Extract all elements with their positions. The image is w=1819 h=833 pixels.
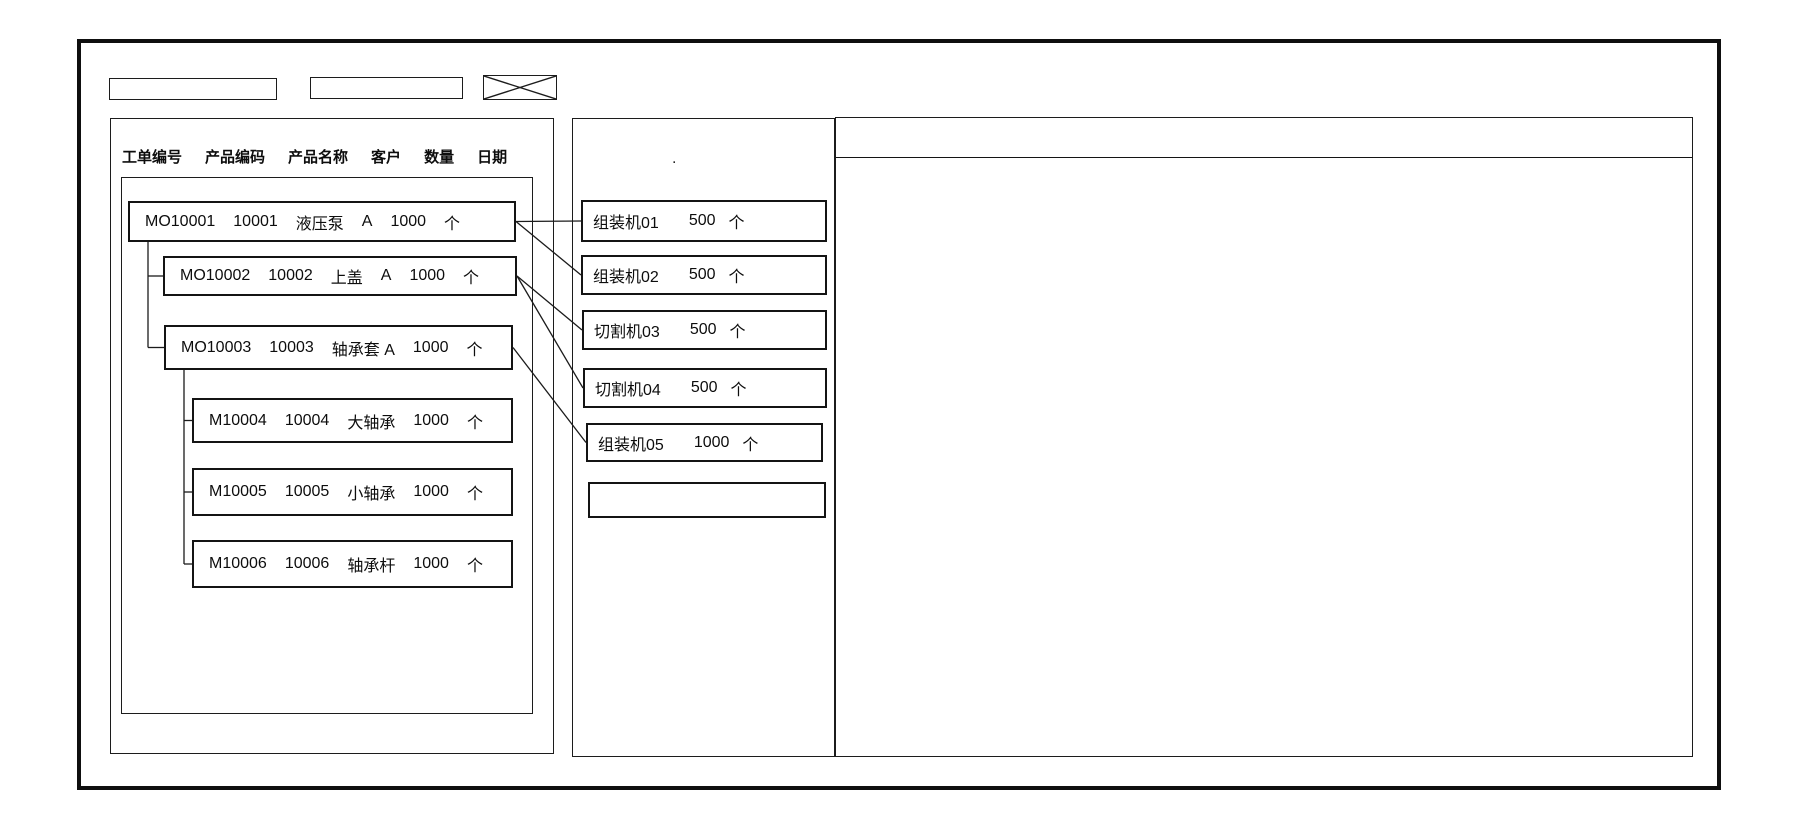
wo-product: 小轴承: [347, 486, 396, 503]
machine-unit: 个: [742, 436, 759, 454]
machine-name: 切割机04: [595, 382, 661, 399]
wo-order-no: MO10001: [145, 212, 216, 230]
machine-slot-empty[interactable]: [588, 482, 826, 518]
machine-name: 组装机02: [593, 269, 659, 286]
wo-qty: 1000: [412, 338, 449, 356]
machine-qty: 500: [688, 212, 716, 229]
machine-slot[interactable]: 切割机03 500 个: [582, 310, 827, 350]
machine-qty: 500: [689, 321, 717, 338]
wo-product: 液压泵: [295, 215, 344, 233]
col-header-customer: 客户: [371, 149, 402, 166]
x-placeholder-icon: [484, 76, 556, 99]
machine-name: 组装机01: [593, 215, 659, 232]
wo-unit: 个: [466, 341, 483, 359]
close-icon[interactable]: [483, 75, 557, 100]
work-order-node[interactable]: M10005 10005 小轴承 1000 个: [192, 468, 513, 516]
wo-code: 10004: [284, 411, 330, 429]
work-order-node[interactable]: M10006 10006 轴承杆 1000 个: [192, 540, 513, 588]
col-header-quantity: 数量: [424, 149, 455, 166]
wo-unit: 个: [466, 486, 483, 503]
machine-slot[interactable]: 切割机04 500 个: [583, 368, 827, 408]
wo-product: 上盖: [330, 270, 363, 287]
machine-unit: 个: [729, 324, 746, 341]
toolbar-input-2[interactable]: [310, 77, 463, 99]
work-order-node[interactable]: M10004 10004 大轴承 1000 个: [192, 398, 513, 443]
wo-product: 轴承杆: [347, 558, 396, 575]
column-headers: 工单编号 产品编码 产品名称 客户 数量 日期: [122, 146, 507, 167]
col-header-order-no: 工单编号: [122, 149, 183, 166]
wo-unit: 个: [463, 270, 480, 287]
machine-slot[interactable]: 组装机02 500 个: [581, 255, 827, 295]
wo-unit: 个: [466, 414, 483, 432]
col-header-product-code: 产品编码: [205, 149, 266, 166]
col-header-product-name: 产品名称: [288, 149, 349, 166]
work-order-node[interactable]: MO10002 10002 上盖 A 1000 个: [163, 256, 517, 296]
stray-dot: .: [672, 150, 677, 167]
toolbar-input-1[interactable]: [109, 78, 277, 100]
wo-customer: A: [361, 212, 373, 230]
wo-product: 轴承套 A: [331, 341, 395, 359]
wo-order-no: M10006: [209, 555, 267, 572]
wo-qty: 1000: [390, 212, 427, 230]
wo-qty: 1000: [413, 483, 449, 500]
wo-product: 大轴承: [347, 414, 396, 432]
wo-customer: A: [380, 267, 392, 284]
machine-name: 切割机03: [594, 324, 660, 341]
wo-qty: 1000: [413, 555, 449, 572]
col-header-date: 日期: [477, 149, 508, 166]
machine-slot[interactable]: 组装机01 500 个: [581, 200, 827, 242]
wo-code: 10001: [233, 212, 278, 230]
wo-code: 10005: [284, 483, 330, 500]
work-order-node[interactable]: MO10003 10003 轴承套 A 1000 个: [164, 325, 513, 370]
wo-order-no: MO10002: [180, 267, 251, 284]
wo-unit: 个: [444, 215, 461, 233]
machine-name: 组装机05: [598, 436, 664, 454]
wo-code: 10006: [284, 555, 330, 572]
wo-code: 10003: [269, 338, 314, 356]
machine-unit: 个: [728, 215, 745, 232]
schedule-header-divider: [836, 157, 1692, 158]
machine-qty: 500: [688, 266, 716, 283]
wo-order-no: M10005: [209, 483, 267, 500]
machine-unit: 个: [730, 382, 747, 399]
machine-qty: 500: [690, 379, 718, 396]
wo-order-no: M10004: [209, 411, 267, 429]
work-order-node[interactable]: MO10001 10001 液压泵 A 1000 个: [128, 201, 516, 242]
wo-qty: 1000: [409, 267, 446, 284]
schedule-panel: [835, 117, 1693, 757]
machine-slot[interactable]: 组装机05 1000 个: [586, 423, 823, 462]
wo-code: 10002: [268, 267, 313, 284]
wo-order-no: MO10003: [181, 338, 252, 356]
machine-qty: 1000: [693, 433, 730, 451]
machine-unit: 个: [728, 269, 745, 286]
wo-qty: 1000: [413, 411, 449, 429]
wo-unit: 个: [466, 558, 483, 575]
